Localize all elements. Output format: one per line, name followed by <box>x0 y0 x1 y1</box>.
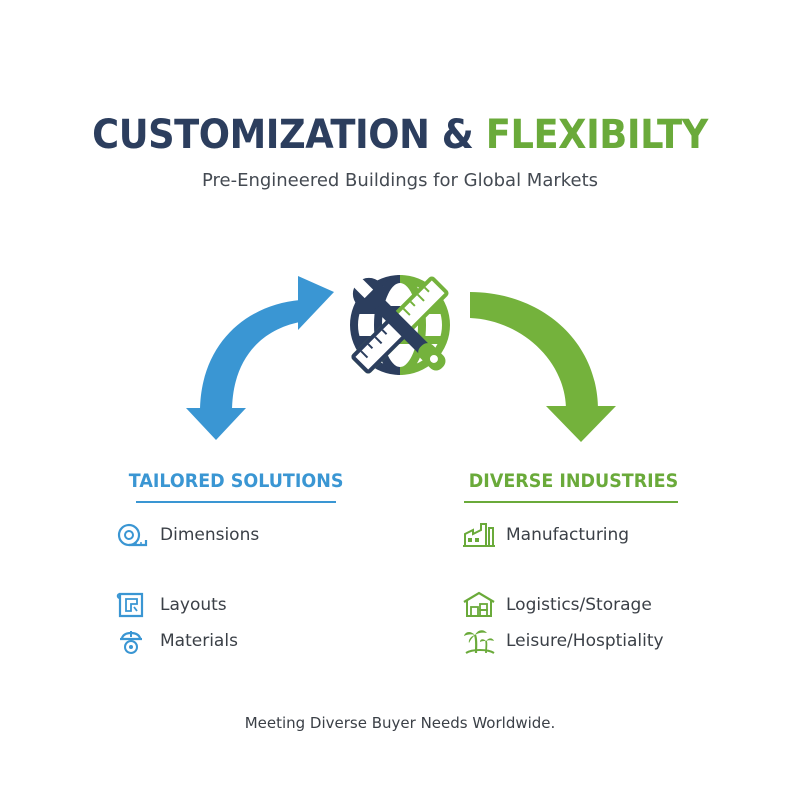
list-item-dimensions: Dimensions <box>116 520 259 550</box>
section-heading-diverse-industries: DIVERSE INDUSTRIES <box>468 470 679 492</box>
tape-measure-icon <box>116 520 150 550</box>
section-divider-right <box>464 501 678 503</box>
list-item-leisure-hospitality: Leisure/Hosptiality <box>462 626 664 656</box>
footer-tagline: Meeting Diverse Buyer Needs Worldwide. <box>244 714 556 732</box>
page-title: CUSTOMIZATION & FLEXIBILTY <box>32 112 768 158</box>
item-label: Logistics/Storage <box>506 595 652 615</box>
list-item-manufacturing: Manufacturing <box>462 520 629 550</box>
blueprint-icon <box>116 590 150 620</box>
section-heading-tailored-solutions: TAILORED SOLUTIONS <box>128 470 344 492</box>
section-divider-left <box>136 501 336 503</box>
title-part-customization: CUSTOMIZATION <box>92 112 430 158</box>
green-curved-arrow-icon <box>470 292 616 442</box>
blue-curved-arrow-icon <box>186 276 334 440</box>
list-item-materials: Materials <box>116 626 238 656</box>
palm-tree-icon <box>462 626 496 656</box>
item-label: Layouts <box>160 595 227 615</box>
title-part-flexibility: FLEXIBILTY <box>485 112 709 158</box>
factory-icon <box>462 520 496 550</box>
title-ampersand: & <box>441 112 474 158</box>
item-label: Dimensions <box>160 525 260 545</box>
page-subtitle: Pre-Engineered Buildings for Global Mark… <box>201 170 599 191</box>
item-label: Materials <box>160 631 238 651</box>
list-item-logistics-storage: Logistics/Storage <box>462 590 652 620</box>
warehouse-icon <box>462 590 496 620</box>
list-item-layouts: Layouts <box>116 590 227 620</box>
hard-hat-worker-icon <box>116 626 150 656</box>
item-label: Manufacturing <box>506 525 630 545</box>
globe-tools-icon <box>350 275 450 375</box>
item-label: Leisure/Hosptiality <box>506 631 664 651</box>
